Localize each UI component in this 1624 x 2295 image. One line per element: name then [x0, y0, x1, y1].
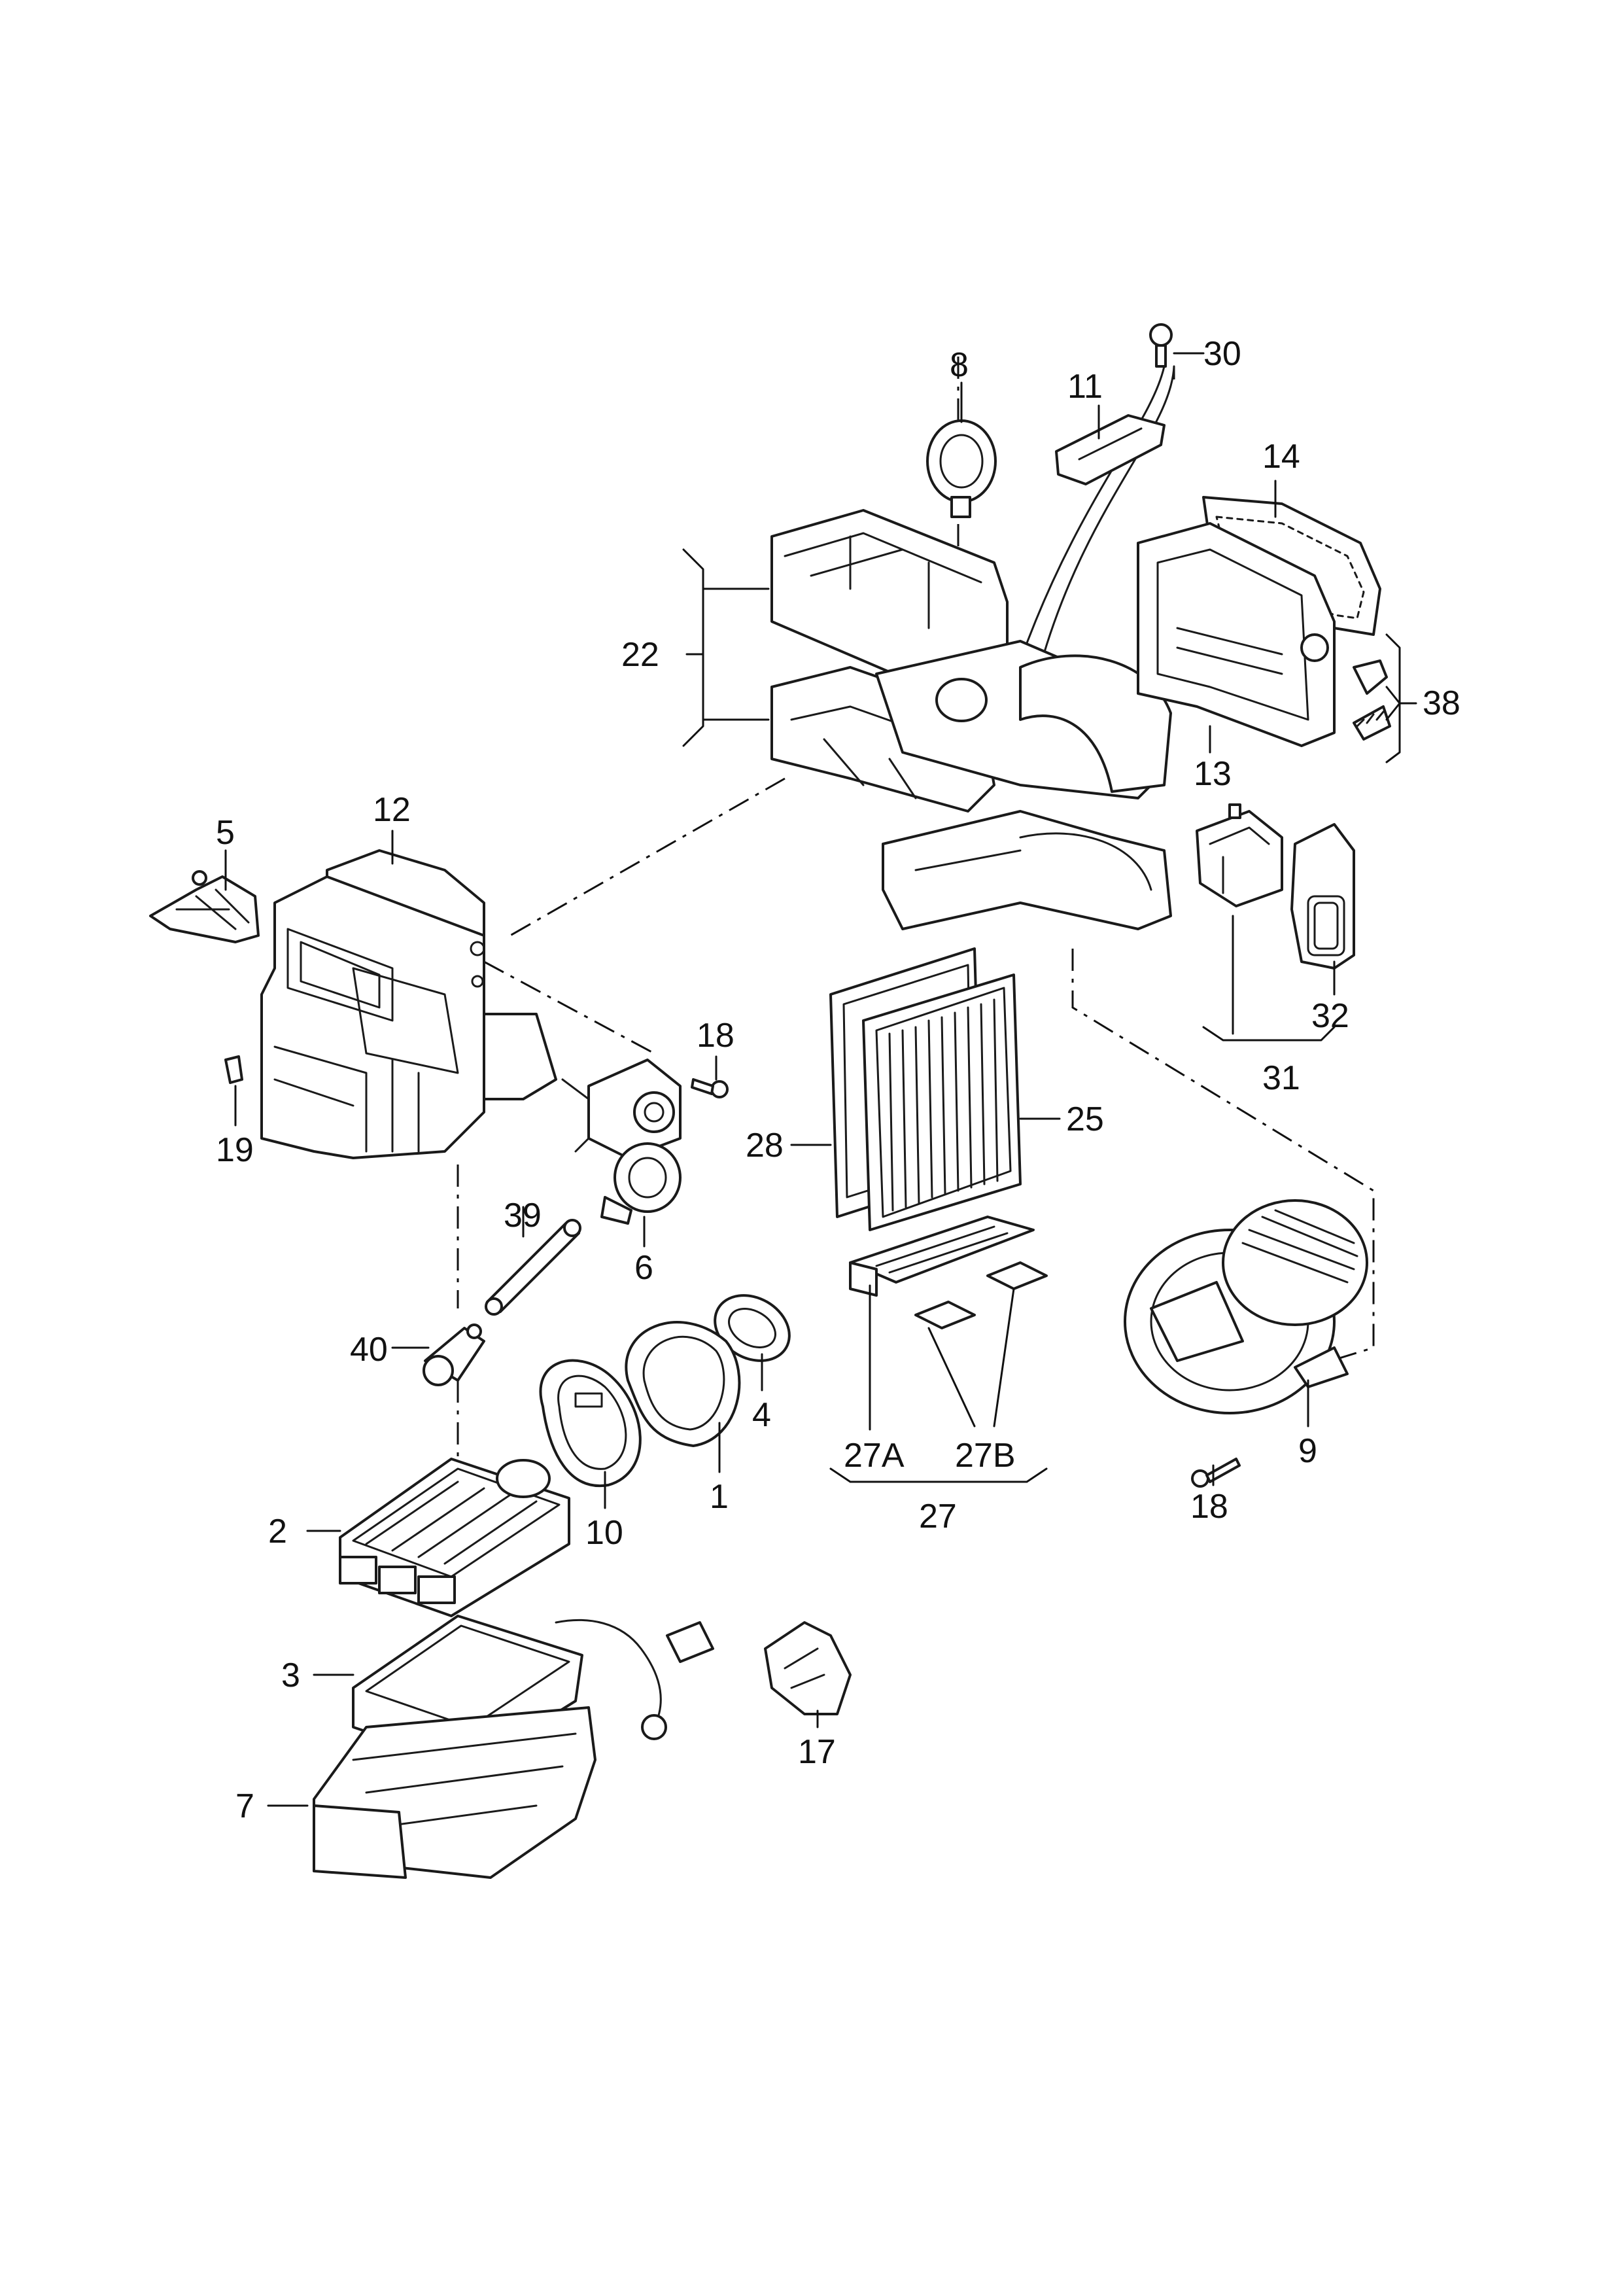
label-27: 27: [919, 1498, 957, 1535]
label-31: 31: [1262, 1059, 1300, 1097]
seal-4: [714, 1294, 791, 1362]
bracket-11: [1055, 414, 1166, 485]
label-3: 3: [281, 1656, 300, 1694]
label-18-lower: 18: [1190, 1488, 1228, 1526]
label-32: 32: [1311, 997, 1349, 1035]
flap-32: [1290, 823, 1355, 970]
label-38: 38: [1423, 684, 1460, 722]
label-25: 25: [1066, 1100, 1104, 1138]
seal-10: [539, 1359, 642, 1488]
heater-core-2: [339, 1458, 570, 1617]
filter-strip-27a: [849, 1216, 1035, 1297]
label-6: 6: [634, 1249, 653, 1287]
screw-18-upper: [691, 1078, 729, 1098]
servo-6: [561, 1059, 682, 1225]
label-39: 39: [504, 1197, 542, 1235]
label-28: 28: [746, 1127, 784, 1165]
filter-25: [862, 973, 1022, 1231]
label-19: 19: [216, 1131, 254, 1169]
label-30: 30: [1203, 335, 1241, 373]
label-17: 17: [798, 1733, 836, 1771]
clip-19: [224, 1055, 243, 1084]
connector-17: [764, 1621, 852, 1715]
part-labels: 30 11 8 14 22 38 13 12 5 32 31 18 19 28 …: [216, 335, 1460, 1825]
screw-18-lower: [1191, 1458, 1241, 1488]
housing-22: [770, 509, 1172, 930]
clips-38: [1353, 659, 1391, 741]
label-27a: 27A: [844, 1437, 905, 1475]
label-22: 22: [621, 636, 659, 674]
lever-40: [423, 1323, 485, 1386]
actuator-8: [926, 419, 997, 518]
frame-13: [1137, 522, 1336, 747]
bracket-5: [149, 870, 260, 943]
screw-30: [1019, 323, 1175, 669]
label-13: 13: [1194, 755, 1232, 793]
label-8: 8: [950, 346, 969, 384]
label-5: 5: [216, 814, 235, 852]
label-7: 7: [235, 1787, 254, 1825]
housing-7: [313, 1706, 596, 1879]
label-10: 10: [585, 1514, 623, 1552]
leader-lines: [224, 352, 1417, 1807]
label-1: 1: [710, 1478, 729, 1516]
regulator-31: [1196, 803, 1283, 907]
label-9: 9: [1298, 1432, 1317, 1470]
label-12: 12: [373, 791, 411, 829]
link-39: [485, 1219, 581, 1316]
label-2: 2: [268, 1513, 287, 1550]
filter-tabs-27b: [914, 1261, 1048, 1329]
label-14: 14: [1262, 438, 1300, 476]
label-18-upper: 18: [697, 1017, 734, 1055]
housing-12: [260, 849, 557, 1159]
seal-1: [625, 1321, 741, 1447]
label-40: 40: [350, 1331, 388, 1369]
label-27b: 27B: [955, 1437, 1016, 1475]
blower-9: [1124, 1199, 1368, 1414]
label-11: 11: [1067, 368, 1103, 406]
label-4: 4: [752, 1396, 771, 1434]
